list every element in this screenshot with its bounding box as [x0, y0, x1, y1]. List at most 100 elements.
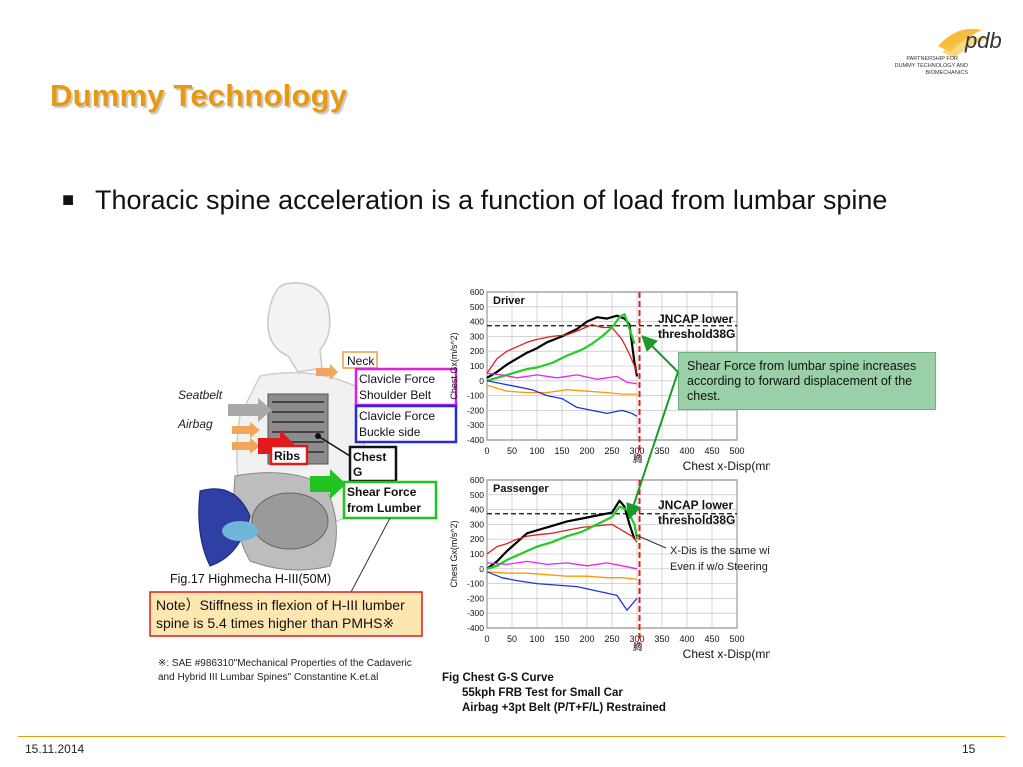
jncap-label-passenger-1: JNCAP lower: [658, 498, 733, 512]
page-title: Dummy Technology: [50, 78, 348, 113]
y-tick-label: 300: [470, 331, 484, 341]
x-tick-label: 0: [484, 446, 489, 456]
note-line-1: Note）Stiffness in flexion of H-III lumbe…: [156, 597, 405, 613]
y-tick-label: -200: [467, 593, 484, 603]
y-tick-label: -100: [467, 579, 484, 589]
series-line: [486, 523, 638, 555]
x-tick-label: 150: [554, 634, 569, 644]
shear-arrow: [310, 469, 346, 499]
note-line-2: spine is 5.4 times higher than PMHS※: [156, 615, 394, 631]
y-tick-label: 100: [470, 361, 484, 371]
footer-divider: [18, 736, 1005, 737]
series-line: [486, 380, 638, 417]
y-tick-label: 200: [470, 346, 484, 356]
chart-title: Driver: [493, 295, 526, 307]
footer-date: 15.11.2014: [25, 742, 85, 756]
series-line: [486, 571, 638, 611]
shear-force-callout: Shear Force from lumbar spine increases …: [678, 352, 936, 410]
logo-line-3: BIOMECHANICS: [926, 70, 969, 76]
page-number: 15: [962, 742, 976, 756]
y-tick-label: 100: [470, 549, 484, 559]
series-line: [486, 323, 638, 374]
logo-swoosh-1: [938, 28, 982, 52]
x-tick-label: 50: [507, 634, 517, 644]
y-tick-label: 400: [470, 505, 484, 515]
logo-graphic: pdb PARTNERSHIP FOR DUMMY TECHNOLOGY AND…: [895, 28, 1002, 76]
series-line: [486, 372, 638, 385]
x-tick-label: 250: [604, 446, 619, 456]
airbag-label: Airbag: [177, 417, 213, 431]
callout-arrows: [626, 335, 679, 520]
y-tick-label: 200: [470, 534, 484, 544]
jncap-label-driver-2: threshold38G: [658, 327, 735, 341]
series-line: [486, 313, 636, 382]
x-tick-label: 350: [654, 446, 669, 456]
x-tick-label: 450: [704, 446, 719, 456]
series-line: [486, 571, 638, 580]
clavicle-buckle-label-2: Buckle side: [359, 425, 421, 439]
clavicle-shoulder-box: [354, 367, 458, 407]
kanji-label: 胸: [633, 453, 642, 464]
airbag-arrows: [232, 364, 338, 454]
x-tick-label: 400: [679, 446, 694, 456]
y-tick-label: 0: [479, 376, 484, 386]
ribs-box: [269, 444, 309, 466]
chest-g-label-1: Chest: [353, 450, 386, 464]
xdis-note-1: X-Dis is the same with Driver,: [670, 545, 770, 557]
chart-caption-1: Fig Chest G-S Curve: [442, 672, 554, 684]
chest-g-pointer: [317, 435, 351, 457]
shear-label-2: from Lumber: [347, 501, 421, 515]
dummy-head: [267, 282, 331, 373]
x-tick-label: 100: [529, 446, 544, 456]
x-tick-label: 500: [729, 634, 744, 644]
chart-caption-2: 55kph FRB Test for Small Car: [462, 687, 623, 699]
clavicle-shoulder-label-1: Clavicle Force: [359, 372, 435, 386]
xdis-note-2: Even if w/o Steering Wheel: [670, 561, 770, 573]
bullet-text: Thoracic spine acceleration is a functio…: [95, 185, 888, 215]
x-tick-label: 400: [679, 634, 694, 644]
x-tick-label: 300: [629, 634, 644, 644]
y-tick-label: 0: [479, 564, 484, 574]
x-axis-label: Chest x-Disp(mm): [683, 647, 770, 661]
x-tick-label: 200: [579, 446, 594, 456]
x-tick-label: 0: [484, 634, 489, 644]
x-tick-label: 300: [629, 446, 644, 456]
x-tick-label: 50: [507, 446, 517, 456]
dummy-lumbar: [251, 492, 329, 550]
logo-swoosh-2: [942, 37, 990, 58]
clavicle-buckle-label-1: Clavicle Force: [359, 409, 435, 423]
note-pointer: [349, 517, 391, 595]
x-tick-label: 200: [579, 634, 594, 644]
x-tick-label: 100: [529, 634, 544, 644]
series-line: [486, 384, 637, 395]
seatbelt-label: Seatbelt: [178, 388, 223, 402]
chest-g-label-2: G: [353, 465, 362, 479]
bullet-square-icon: ■: [62, 189, 75, 211]
y-axis-label: Chest Gx(m/s^2): [449, 520, 459, 587]
jncap-label-driver-1: JNCAP lower: [658, 312, 733, 326]
shear-box: [342, 480, 438, 520]
y-tick-label: 500: [470, 490, 484, 500]
x-tick-label: 500: [729, 446, 744, 456]
seatbelt-arrows: [228, 398, 272, 422]
kanji-label: 胸: [633, 641, 642, 652]
y-tick-label: -300: [467, 608, 484, 618]
y-tick-label: 400: [470, 317, 484, 327]
note-box: [149, 591, 423, 637]
callout-arrow-up: [641, 335, 679, 373]
y-tick-label: -400: [467, 623, 484, 633]
y-tick-label: -400: [467, 435, 484, 445]
logo-line-1: PARTNERSHIP FOR: [906, 56, 958, 62]
series-line: [486, 499, 636, 570]
logo-brand: pdb: [964, 28, 1002, 53]
y-tick-label: 300: [470, 519, 484, 529]
figure-caption: Fig.17 Highmecha H-III(50M): [170, 572, 331, 586]
y-tick-label: 600: [470, 475, 484, 485]
pdb-logo: pdb PARTNERSHIP FOR DUMMY TECHNOLOGY AND…: [880, 18, 1010, 98]
xdis-pointer: [635, 534, 667, 549]
dummy-joint: [222, 521, 258, 541]
x-tick-label: 250: [604, 634, 619, 644]
